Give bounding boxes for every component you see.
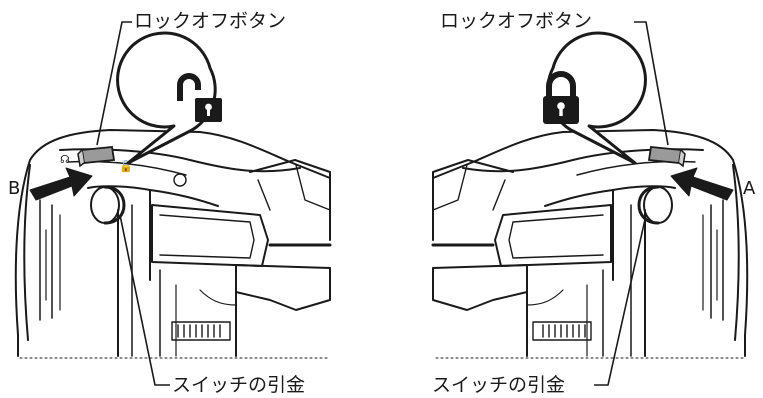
left-lock-callout — [116, 31, 222, 165]
svg-text:☊: ☊ — [60, 153, 70, 166]
left-push-arrow — [29, 167, 93, 201]
left-trigger-label: スイッチの引金 — [172, 374, 306, 396]
left-lock-off-button: 🔓 ☊ — [60, 146, 133, 173]
left-lock-off-label: ロックオフボタン — [134, 10, 287, 32]
right-lock-off-button — [647, 146, 686, 168]
left-leader-lines — [96, 21, 170, 386]
right-trigger-label: スイッチの引金 — [432, 374, 566, 396]
side-letter-b: B — [8, 178, 21, 199]
lock-closed-icon — [543, 71, 579, 124]
left-tool-illustration — [14, 129, 332, 359]
right-leader-lines — [594, 21, 669, 386]
right-tool-illustration — [431, 129, 749, 359]
lock-open-icon — [177, 73, 222, 122]
side-letter-a: A — [743, 178, 756, 199]
right-lock-callout — [543, 31, 647, 165]
right-lock-off-label: ロックオフボタン — [440, 10, 593, 32]
right-push-arrow — [670, 167, 734, 201]
